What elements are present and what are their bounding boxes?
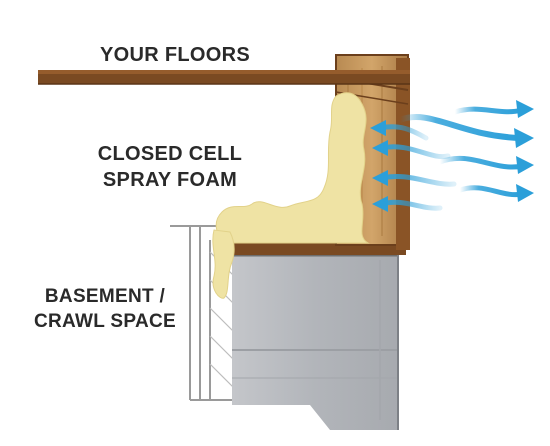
air-flow-arrow-icon [397,114,534,148]
basement-label-line2: CRAWL SPACE [34,311,176,332]
air-flow-arrow-icon [452,100,534,118]
basement-label: BASEMENT / CRAWL SPACE [5,284,205,334]
foundation-wall [232,253,399,430]
floor-joist [38,70,410,85]
spray-foam-drip [212,229,235,299]
air-flow-arrow-icon [372,170,457,187]
basement-label-line1: BASEMENT / [44,286,166,307]
spray-foam-label-line1: CLOSED CELL [97,143,243,165]
air-flow-arrow-icon [437,155,534,174]
floors-label: YOUR FLOORS [100,44,250,66]
spray-foam-label: CLOSED CELL SPRAY FOAM [40,141,300,193]
air-flow-arrow-icon [372,196,443,212]
air-flow-arrows [370,100,534,212]
air-flow-arrow-icon [370,120,429,141]
spray-foam [215,92,370,244]
air-flow-arrow-icon [457,184,534,202]
spray-foam-label-line2: SPRAY FOAM [102,169,238,191]
air-flow-arrow-icon [372,140,451,160]
